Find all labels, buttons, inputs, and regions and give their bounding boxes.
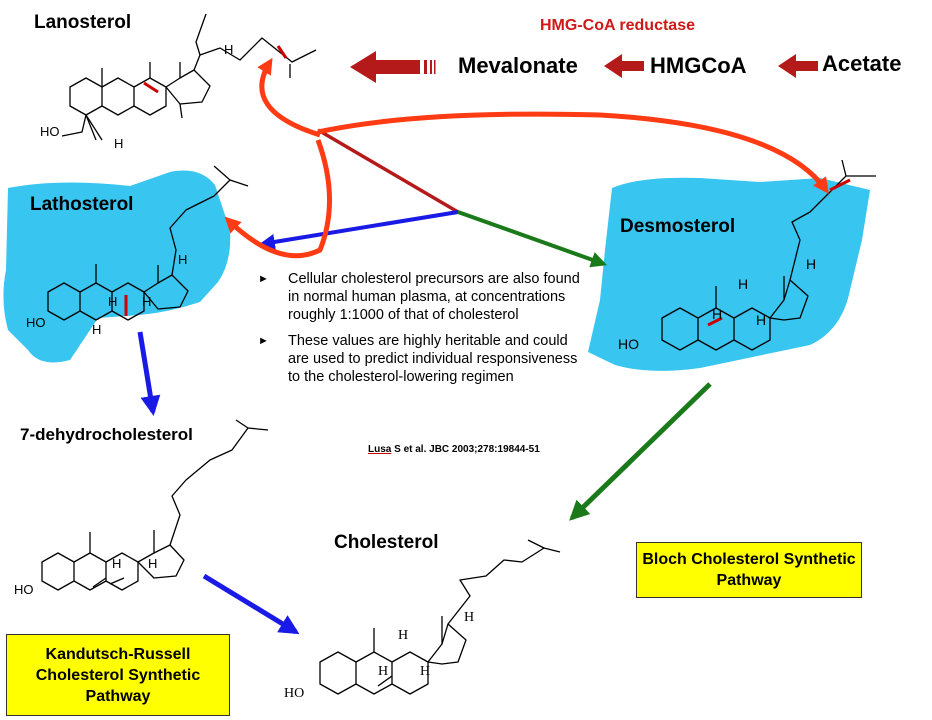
atom-label-h: H [92, 322, 102, 337]
label-desmosterol: Desmosterol [620, 216, 736, 237]
label-mevalonate: Mevalonate [458, 53, 578, 78]
bullet-item: ► Cellular cholesterol precursors are al… [258, 270, 588, 324]
atom-label-ho: HO [618, 336, 639, 352]
reference-author: Lusa [368, 444, 392, 455]
reference-citation: Lusa S et al. JBC 2003;278:19844-51 [368, 444, 540, 455]
desmosterol-to-cholesterol-arrow [569, 382, 712, 521]
bloch-pathway-label: Bloch Cholesterol Synthetic Pathway [642, 551, 856, 589]
bullet-marker: ► [258, 335, 269, 347]
desmosterol-highlight [588, 177, 870, 371]
atom-label-h: H [224, 42, 234, 57]
atom-label-ho: HO [14, 582, 34, 597]
lathosterol-highlight [3, 170, 231, 363]
bloch-pathway-box: Bloch Cholesterol Synthetic Pathway [636, 542, 862, 598]
dehydrocholesterol-structure [41, 419, 269, 591]
lanosterol-structure [61, 13, 317, 141]
acetate-to-hmgcoa-arrow [778, 54, 818, 78]
branch-line-red [317, 128, 459, 214]
label-cholesterol: Cholesterol [334, 532, 439, 553]
lathosterol-structure [47, 165, 249, 321]
bullet-marker: ► [258, 273, 269, 285]
lathosterol-to-7dhc-arrow [137, 331, 161, 416]
atom-label-h: H [756, 312, 767, 328]
mevalonate-to-lanosterol-arrow [350, 51, 436, 83]
lanosterol-to-lathosterol-blue-arrow [258, 210, 459, 250]
cholesterol-structure [319, 539, 561, 695]
atom-label-h: H [112, 556, 122, 571]
atom-label-ho: HO [40, 124, 60, 139]
orange-arrow-to-lathosterol-sidechain [224, 139, 333, 259]
label-acetate: Acetate [822, 51, 902, 76]
hmgcoa-to-mevalonate-arrow [604, 54, 644, 78]
bullet-text: These values are highly heritable and co… [288, 333, 578, 385]
atom-label-ho: HO [26, 315, 46, 330]
orange-arrow-to-desmosterol-sidechain [317, 111, 829, 194]
atom-label-h: H [420, 664, 431, 679]
desmosterol-structure [661, 159, 876, 351]
label-hmg-coa-reductase: HMG-CoA reductase [540, 17, 695, 34]
atom-label-h: H [114, 136, 124, 151]
bullet-text: Cellular cholesterol precursors are also… [288, 271, 580, 323]
label-lathosterol: Lathosterol [30, 194, 134, 215]
label-7-dehydrocholesterol: 7-dehydrocholesterol [20, 425, 193, 444]
atom-label-h: H [142, 294, 152, 309]
kandutsch-russell-pathway-box: Kandutsch-Russell Cholesterol Synthetic … [6, 634, 230, 716]
kandutsch-russell-pathway-label: Kandutsch-Russell Cholesterol Synthetic … [35, 645, 201, 705]
label-lanosterol: Lanosterol [34, 12, 132, 33]
atom-label-h: H [464, 610, 475, 625]
atom-label-h: H [108, 294, 118, 309]
atom-label-h: H [378, 664, 389, 679]
atom-label-h: H [148, 556, 158, 571]
atom-label-h: H [398, 628, 409, 643]
label-hmgcoa: HMGCoA [650, 53, 747, 78]
atom-label-ho: HO [284, 686, 305, 701]
bullet-item: ► These values are highly heritable and … [258, 332, 588, 386]
orange-arrow-to-lanosterol-sidechain [257, 57, 321, 138]
atom-label-h: H [712, 306, 723, 322]
atom-label-h: H [806, 256, 817, 272]
atom-label-h: H [738, 276, 749, 292]
reference-rest: S et al. JBC 2003;278:19844-51 [391, 444, 540, 455]
lanosterol-to-desmosterol-green-arrow [457, 210, 608, 268]
7dhc-to-cholesterol-arrow [202, 573, 300, 635]
bullet-list: ► Cellular cholesterol precursors are al… [258, 270, 588, 394]
atom-label-h: H [178, 252, 188, 267]
